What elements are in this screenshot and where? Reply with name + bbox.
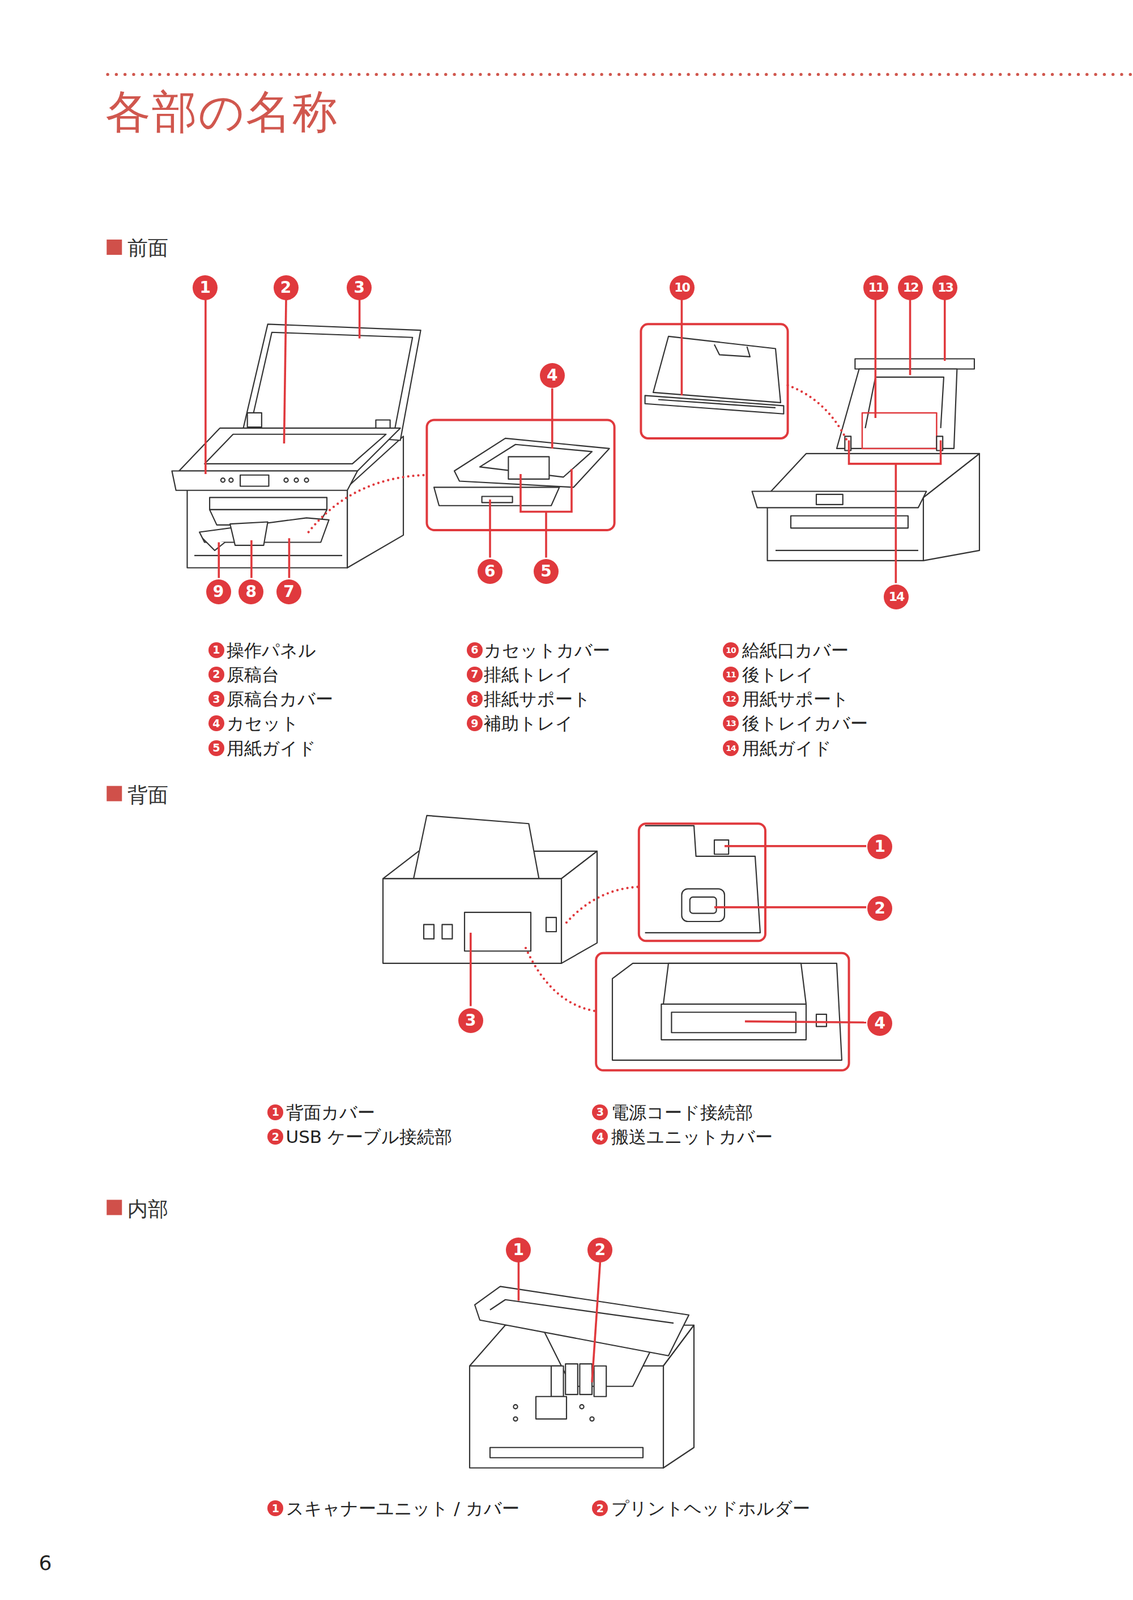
section-square	[106, 239, 122, 1216]
page-number: 6	[38, 1553, 52, 1574]
list-number: 11	[722, 666, 739, 683]
list-number: 3	[208, 691, 225, 707]
part-name: 用紙ガイド	[742, 739, 832, 757]
list-number: 6	[466, 642, 483, 659]
part-name: 用紙サポート	[742, 690, 850, 709]
list-number: 2	[591, 1500, 608, 1517]
part-name: 用紙ガイド	[226, 739, 317, 757]
list-number: 9	[466, 715, 483, 732]
dotted-rule	[107, 73, 1133, 76]
callout-number: 6	[477, 559, 503, 585]
callout-number: 10	[669, 275, 695, 301]
callout-number: 1	[867, 834, 893, 860]
part-name: 後トレイ	[742, 665, 815, 684]
list-number: 1	[267, 1104, 284, 1121]
part-name: USB ケーブル接続部	[286, 1128, 453, 1147]
list-number: 12	[722, 691, 739, 707]
part-name: 搬送ユニットカバー	[611, 1128, 773, 1147]
callout-number: 4	[539, 363, 565, 389]
page-title: 各部の名称	[105, 89, 339, 135]
inset-frame	[426, 420, 615, 531]
inset-frame	[639, 823, 766, 941]
section-heading: 前面	[127, 237, 169, 259]
part-name: 後トレイカバー	[742, 714, 868, 733]
list-number: 13	[722, 715, 739, 732]
callout-number: 2	[587, 1237, 613, 1263]
part-name: 補助トレイ	[483, 714, 574, 733]
list-number: 2	[208, 666, 225, 683]
callout-number: 13	[932, 275, 958, 301]
list-number: 7	[466, 666, 483, 683]
callout-number: 11	[863, 275, 889, 301]
part-name: 操作パネル	[226, 641, 317, 659]
callout-number: 3	[458, 1008, 484, 1034]
callout-number: 14	[883, 584, 909, 610]
part-name: 排紙サポート	[483, 690, 591, 709]
feed-cover-drawing	[645, 336, 785, 415]
printer-back	[382, 815, 598, 964]
callout-number: 3	[346, 275, 372, 301]
printer-rear-tray	[752, 359, 980, 561]
callout-number: 8	[238, 579, 264, 605]
part-name: 給紙口カバー	[742, 641, 849, 659]
callout-number: 9	[206, 579, 232, 605]
part-name: 背面カバー	[286, 1103, 376, 1122]
inset-frame	[640, 324, 788, 439]
list-number: 4	[208, 715, 225, 732]
part-name: 原稿台カバー	[226, 690, 334, 709]
list-number: 2	[267, 1129, 284, 1145]
part-name: プリントヘッドホルダー	[611, 1500, 811, 1518]
callout-number: 1	[192, 275, 218, 301]
part-name: スキャナーユニット / カバー	[286, 1500, 520, 1518]
connector-drawing	[645, 825, 761, 934]
list-number: 3	[591, 1104, 608, 1121]
inset-frame	[595, 953, 849, 1071]
callout-number: 2	[273, 275, 299, 301]
printer-inside	[469, 1286, 694, 1468]
list-number: 8	[466, 691, 483, 707]
part-name: 排紙トレイ	[483, 665, 574, 684]
callout-number: 12	[897, 275, 923, 301]
callout-number: 7	[276, 579, 302, 605]
list-number: 4	[591, 1129, 608, 1145]
list-number: 14	[722, 740, 739, 757]
callout-number: 2	[867, 896, 893, 922]
leader-line	[205, 299, 945, 1383]
part-name: カセットカバー	[483, 641, 611, 659]
part-name: カセット	[226, 714, 300, 733]
part-name: 電源コード接続部	[611, 1103, 753, 1122]
list-number: 10	[722, 642, 739, 659]
part-name: 原稿台	[226, 665, 280, 684]
callout-number: 1	[505, 1237, 531, 1263]
transport-drawing	[612, 963, 842, 1061]
section-heading: 背面	[127, 785, 169, 806]
list-number: 5	[208, 740, 225, 757]
callout-number: 5	[533, 559, 559, 585]
list-number: 1	[267, 1500, 284, 1517]
callout-number: 4	[867, 1011, 893, 1037]
printer-front	[171, 324, 421, 568]
section-heading: 内部	[127, 1199, 169, 1220]
list-number: 1	[208, 642, 225, 659]
